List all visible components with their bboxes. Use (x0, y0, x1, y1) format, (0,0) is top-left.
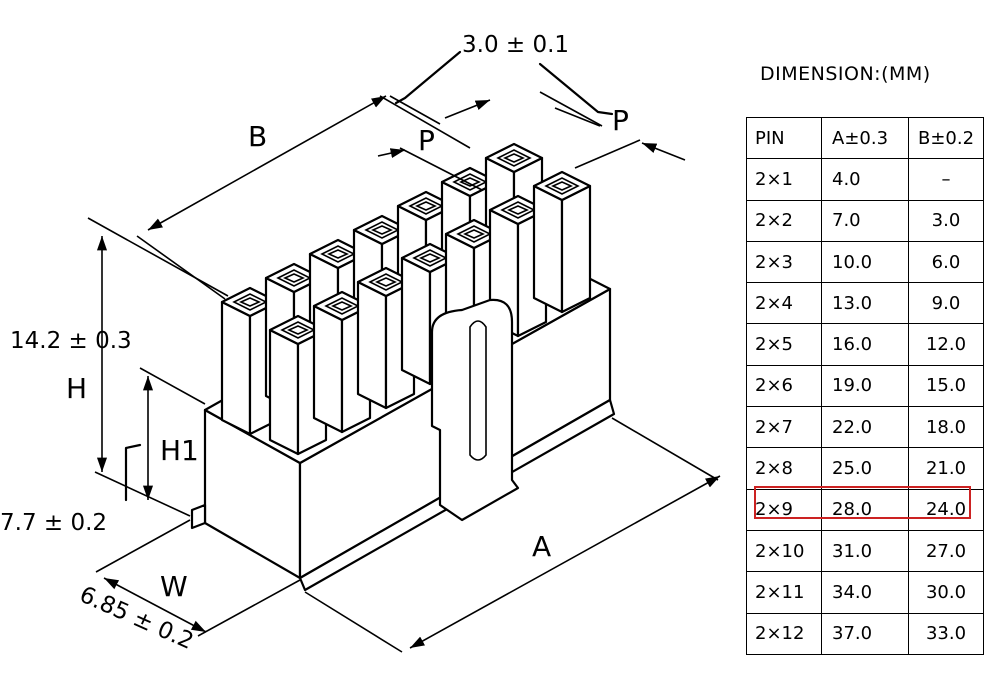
dimension-a-label: A (532, 530, 551, 563)
table-cell: 3.0 (908, 199, 984, 242)
terminal-cavity (532, 170, 592, 314)
pitch-p-label-right: P (612, 104, 629, 137)
table-cell: 31.0 (821, 529, 909, 573)
table-cell: 7.0 (821, 199, 909, 242)
table-cell: 19.0 (821, 364, 909, 408)
dimension-b-label: B (248, 120, 267, 153)
table-cell: 15.0 (908, 364, 984, 408)
table-cell: 27.0 (908, 529, 984, 573)
table-cell: 2×10 (746, 529, 822, 573)
table-cell: – (908, 158, 984, 201)
table-cell: 24.0 (908, 488, 984, 531)
table-cell: 10.0 (821, 240, 909, 284)
table-cell: 2×8 (746, 447, 822, 490)
table-cell: 12.0 (908, 323, 984, 366)
table-cell: 21.0 (908, 447, 984, 490)
table-cell: 2×9 (746, 488, 822, 531)
table-cell: 2×7 (746, 406, 822, 449)
table-cell: 2×2 (746, 199, 822, 242)
pitch-tolerance-label: 3.0 ± 0.1 (462, 32, 569, 58)
table-cell: 34.0 (821, 571, 909, 614)
table-cell: 33.0 (908, 612, 984, 655)
table-cell: 2×11 (746, 571, 822, 614)
table-cell: 2×6 (746, 364, 822, 408)
base-height-label: 7.7 ± 0.2 (0, 510, 107, 536)
table-cell: 2×3 (746, 240, 822, 284)
table-cell: 2×5 (746, 323, 822, 366)
table-cell: 37.0 (821, 612, 909, 655)
table-header-cell: A±0.3 (821, 116, 909, 160)
table-cell: 6.0 (908, 240, 984, 284)
dimension-lines (87, 50, 721, 653)
dimension-h-label: H (66, 372, 87, 405)
dimension-h1-label: H1 (160, 434, 199, 467)
table-header-cell: B±0.2 (908, 116, 984, 160)
table-cell: 2×12 (746, 612, 822, 655)
table-title: DIMENSION:(MM) (760, 63, 931, 85)
pitch-p-label: P (418, 124, 435, 157)
table-cell: 2×1 (746, 158, 822, 201)
table-cell: 4.0 (821, 158, 909, 201)
table-header-cell: PIN (746, 116, 822, 160)
height-tolerance-label: 14.2 ± 0.3 (10, 328, 132, 354)
dimension-w-label: W (160, 570, 188, 603)
highlighted-row-box (754, 486, 971, 519)
table-cell: 16.0 (821, 323, 909, 366)
table-cell: 9.0 (908, 282, 984, 325)
table-cell: 25.0 (821, 447, 909, 490)
table-cell: 18.0 (908, 406, 984, 449)
latch (430, 298, 520, 522)
table-cell: 2×4 (746, 282, 822, 325)
table-cell: 22.0 (821, 406, 909, 449)
table-cell: 30.0 (908, 571, 984, 614)
table-cell: 13.0 (821, 282, 909, 325)
